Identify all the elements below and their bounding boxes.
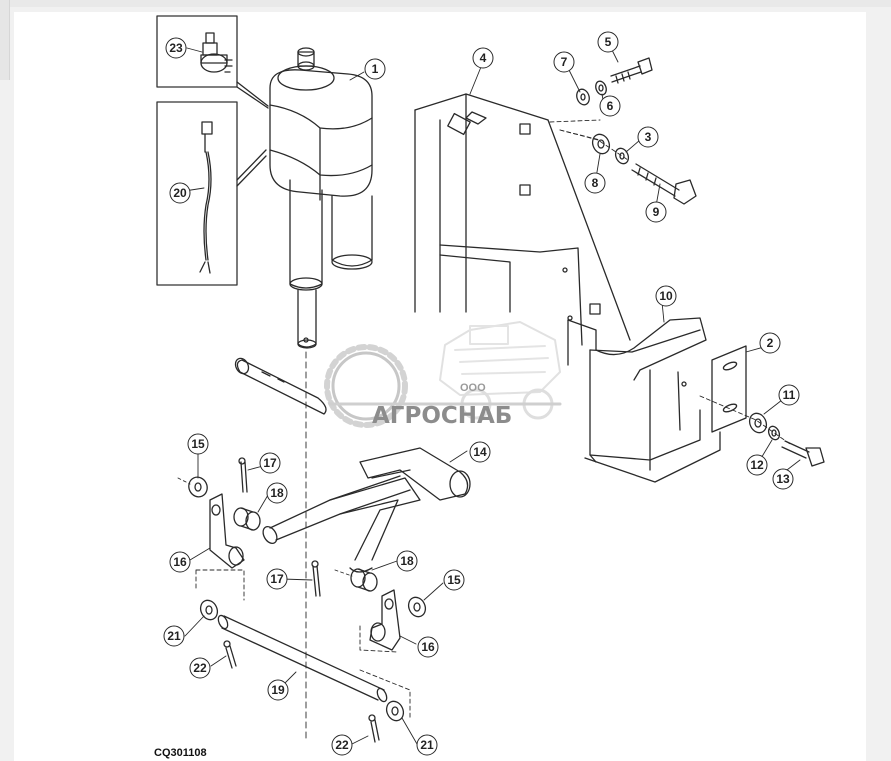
callout-2: 2 bbox=[767, 336, 774, 350]
mounting-bracket bbox=[414, 93, 631, 346]
washer-12 bbox=[767, 425, 781, 441]
callout-23: 23 bbox=[169, 41, 183, 55]
callout-12: 12 bbox=[750, 458, 764, 472]
inset-wiring-harness bbox=[156, 101, 267, 286]
bolt-9 bbox=[631, 163, 697, 205]
bracket-10 bbox=[567, 317, 721, 483]
plate-2 bbox=[711, 345, 747, 433]
callout-14: 14 bbox=[473, 445, 487, 459]
cotter-pin-22-left bbox=[223, 640, 237, 669]
callout-3: 3 bbox=[645, 130, 652, 144]
callout-4: 4 bbox=[480, 51, 487, 65]
washer-3 bbox=[614, 147, 630, 165]
callout-15-right: 15 bbox=[447, 573, 461, 587]
washer-21-right bbox=[385, 700, 405, 722]
callout-9: 9 bbox=[653, 205, 660, 219]
callout-22-left: 22 bbox=[193, 661, 207, 675]
diagram-code: CQ301108 bbox=[154, 747, 207, 759]
callout-22-right: 22 bbox=[335, 738, 349, 752]
watermark-logo bbox=[324, 321, 562, 428]
callout-20: 20 bbox=[173, 186, 187, 200]
washer-6 bbox=[595, 80, 607, 96]
cotter-pin-22-right bbox=[368, 714, 380, 743]
shaft-19 bbox=[217, 614, 411, 721]
callout-1: 1 bbox=[372, 62, 379, 76]
washer-15-right bbox=[407, 596, 427, 618]
lever-16-left bbox=[195, 493, 245, 601]
callout-19: 19 bbox=[271, 683, 285, 697]
washer-7 bbox=[576, 88, 590, 106]
callout-10: 10 bbox=[659, 289, 673, 303]
page-left-strip bbox=[0, 0, 10, 80]
lever-16-right bbox=[359, 589, 401, 653]
clevis-pin-upper bbox=[234, 357, 327, 415]
bolt-13 bbox=[781, 440, 825, 467]
callout-18-upper: 18 bbox=[270, 486, 284, 500]
callout-11: 11 bbox=[783, 388, 796, 402]
cotter-pin-17-upper bbox=[238, 457, 248, 493]
washer-8 bbox=[591, 133, 611, 155]
callout-labels: 1 2 3 4 5 6 7 8 9 10 11 12 13 14 15 15 1… bbox=[167, 35, 795, 752]
bushing-18-upper bbox=[233, 507, 261, 531]
washer-15-left bbox=[177, 476, 208, 498]
watermark-prefix: ООО bbox=[460, 382, 486, 394]
washer-11 bbox=[748, 412, 768, 434]
callout-5: 5 bbox=[605, 35, 612, 49]
callout-6: 6 bbox=[607, 99, 614, 113]
washer-21-left bbox=[199, 599, 219, 621]
callout-21-right: 21 bbox=[420, 738, 434, 752]
page-top-strip bbox=[0, 0, 891, 7]
inset-potentiometer bbox=[156, 15, 269, 109]
bolt-5 bbox=[610, 57, 653, 84]
callout-17-lower: 17 bbox=[270, 572, 284, 586]
callout-7: 7 bbox=[561, 55, 568, 69]
callout-16-right: 16 bbox=[421, 640, 435, 654]
cotter-pin-17-lower bbox=[311, 560, 321, 597]
callout-8: 8 bbox=[592, 176, 599, 190]
callout-13: 13 bbox=[776, 472, 790, 486]
callout-17-upper: 17 bbox=[263, 456, 277, 470]
callout-18-lower: 18 bbox=[400, 554, 414, 568]
callout-16-left: 16 bbox=[173, 555, 187, 569]
linkage-arm-14 bbox=[262, 447, 471, 573]
electric-actuator bbox=[269, 47, 373, 741]
callout-21-left: 21 bbox=[167, 629, 181, 643]
bushing-18-lower bbox=[334, 568, 378, 592]
watermark-company-name: АГРОСНАБ bbox=[372, 403, 512, 429]
callout-15-left: 15 bbox=[191, 437, 205, 451]
callout-bubbles bbox=[163, 31, 800, 756]
